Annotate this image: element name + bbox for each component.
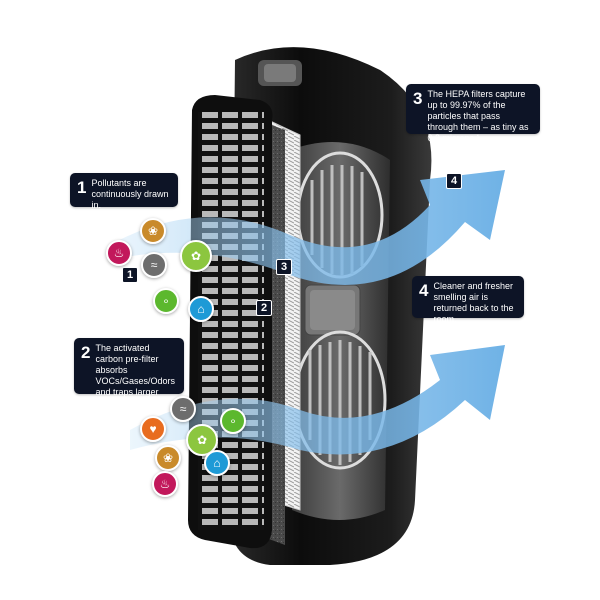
upper-airflow-arrow <box>110 170 505 285</box>
callout-text: Pollutants are continuously drawn in. <box>91 178 169 210</box>
callout-intake: 1 Pollutants are continuously drawn in. <box>70 173 178 210</box>
dust-icon: ❀ <box>155 445 181 471</box>
pollen-icon: ✿ <box>186 424 218 456</box>
callout-hepa-filter: 3 The HEPA filters capture up to 99.97% … <box>406 84 540 143</box>
callout-number: 3 <box>413 89 423 108</box>
callout-number: 4 <box>419 281 429 300</box>
callout-clean-air: 4 Cleaner and fresher smelling air is re… <box>412 276 524 324</box>
smoke-icon: ≈ <box>170 396 196 422</box>
smoke-icon: ≈ <box>141 252 167 278</box>
pollen-icon: ✿ <box>180 240 212 272</box>
pet-dander-icon: ♨ <box>152 471 178 497</box>
mold-spores-icon: ∘ <box>220 408 246 434</box>
mold-spores-icon: ∘ <box>153 288 179 314</box>
marker-carbon-prefilter: 2 <box>256 300 272 316</box>
callout-text: The HEPA filters capture up to 99.97% of… <box>427 89 529 143</box>
marker-hepa-filter: 3 <box>276 259 292 275</box>
odor-icon: ⌂ <box>204 450 230 476</box>
callout-text: Cleaner and fresher smelling air is retu… <box>433 281 514 324</box>
marker-outflow: 4 <box>446 173 462 189</box>
callout-number: 2 <box>81 343 91 362</box>
callout-text: The activated carbon pre-filter absorbs … <box>95 343 175 408</box>
marker-intake: 1 <box>122 267 138 283</box>
odor-icon: ⌂ <box>188 296 214 322</box>
callout-number: 1 <box>77 178 87 197</box>
pet-dander-icon: ♨ <box>106 240 132 266</box>
callout-carbon-prefilter: 2 The activated carbon pre-filter absorb… <box>74 338 184 408</box>
pet-icon: ♥ <box>140 416 166 442</box>
dust-icon: ❀ <box>140 218 166 244</box>
